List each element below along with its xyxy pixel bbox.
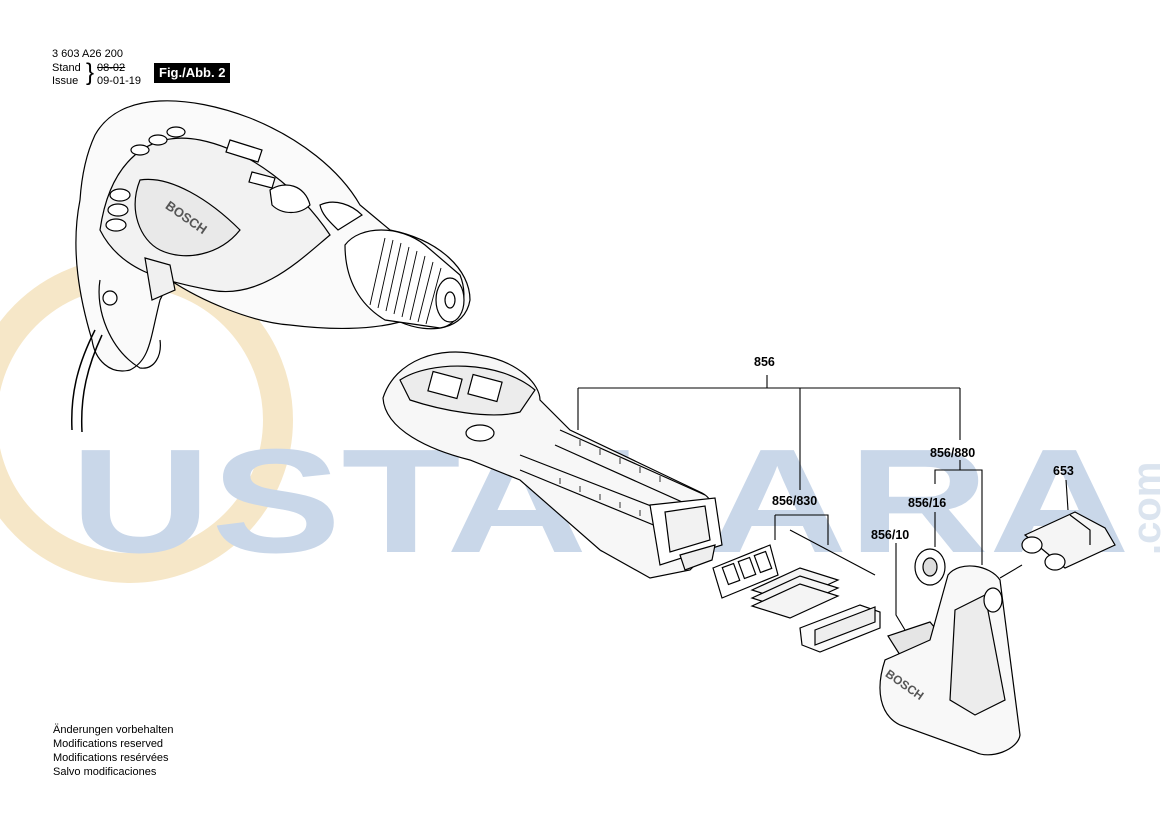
callout-653: 653 [1053,464,1074,478]
callout-856-880: 856/880 [930,446,976,460]
footer-note-en: Modifications reserved [53,738,164,750]
date-brace: } [86,59,95,86]
leader-lines [577,375,1069,631]
dust-extractor-856 [382,351,723,579]
footer-note-fr: Modifications resérvées [53,752,169,764]
callout-856-10: 856/10 [871,528,910,542]
part-number: 3 603 A26 200 [52,48,123,60]
callout-856: 856 [754,355,775,369]
stand-label: Stand [52,62,81,74]
filter-assembly-856-830 [712,544,881,653]
callout-856-830: 856/830 [772,494,818,508]
callout-856-16: 856/16 [908,496,947,510]
footer-notes: Änderungen vorbehalten Modifications res… [53,723,173,779]
issue-label: Issue [52,75,79,87]
guard-assembly: BOSCH [879,548,1021,756]
drill-illustration: BOSCH [70,100,471,433]
figure-label: Fig./Abb. 2 [154,63,231,83]
footer-note-es: Salvo modificaciones [53,766,157,778]
clamp-653 [1021,511,1116,571]
issue-date: 09-01-19 [97,75,142,87]
footer-note-de: Änderungen vorbehalten [53,724,174,736]
watermark-suffix: .com [1125,462,1169,555]
stand-date: 08-02 [97,62,126,74]
